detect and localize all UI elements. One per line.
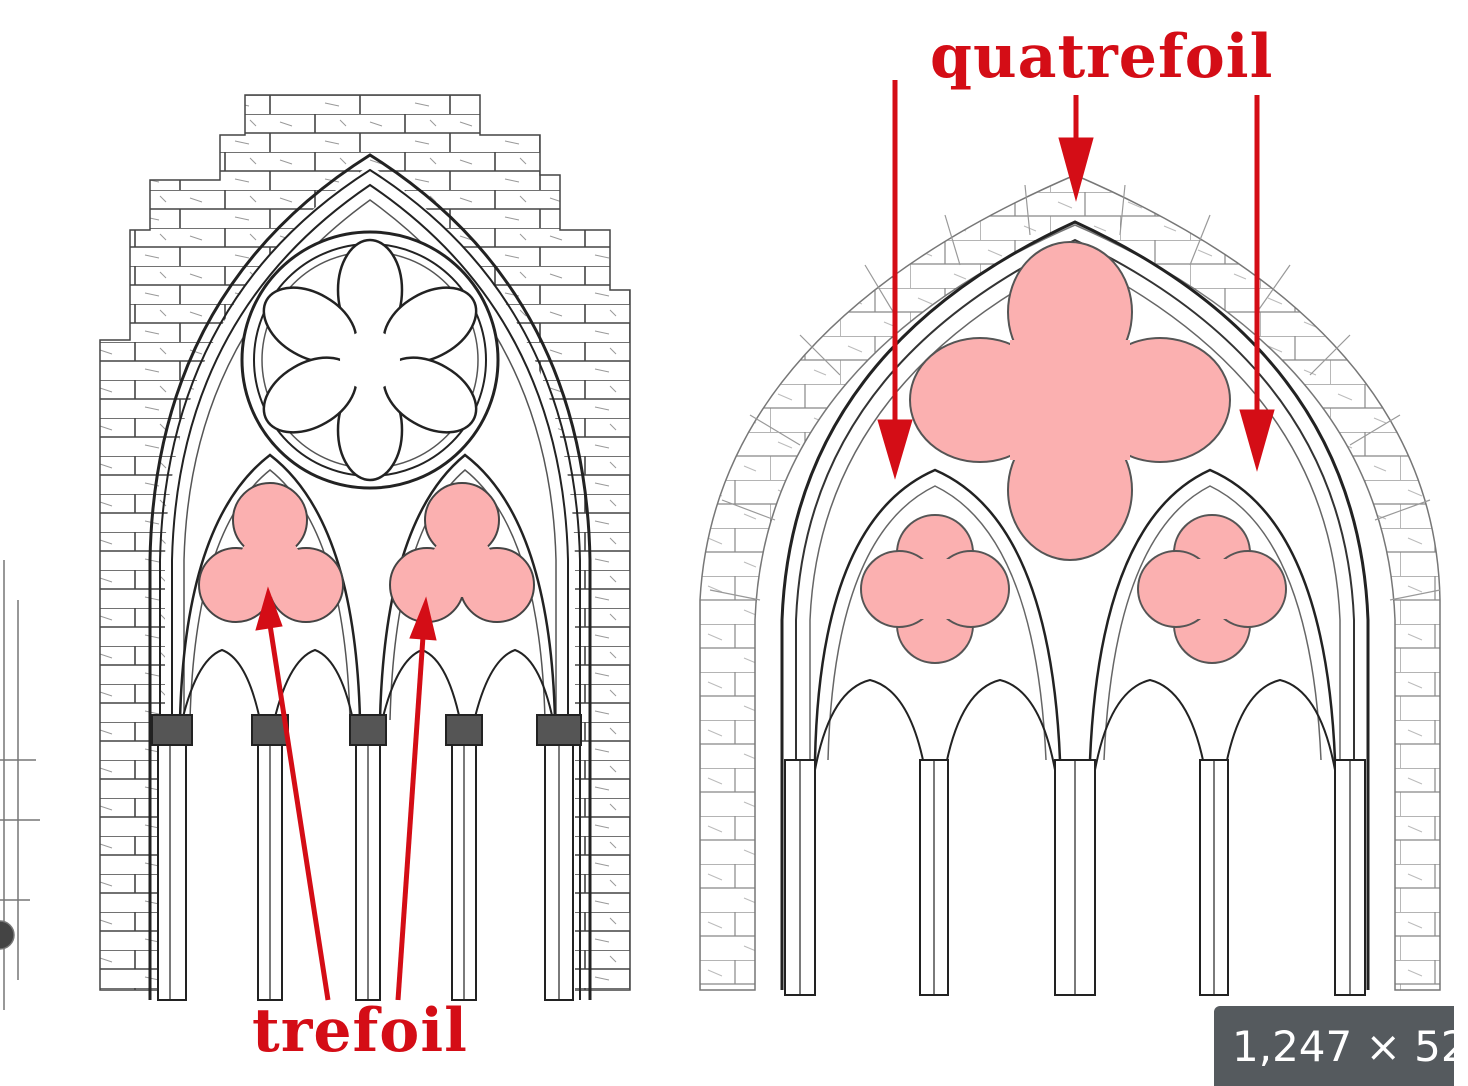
left-small-quatrefoil <box>860 514 1010 664</box>
left-window <box>99 94 631 1001</box>
right-small-quatrefoil <box>1137 514 1287 664</box>
quatrefoil-arrows <box>877 80 1275 480</box>
quatrefoil-label: quatrefoil <box>930 22 1274 92</box>
left-mullions <box>151 714 582 1001</box>
left-edge-sketch <box>0 560 40 1010</box>
left-outer-arch <box>148 153 592 1000</box>
large-quatrefoil <box>909 241 1231 561</box>
right-outer-arch <box>780 220 1370 990</box>
rose-window <box>240 230 500 490</box>
trefoil-arrows <box>255 586 437 1001</box>
trefoil-label: trefoil <box>252 996 468 1066</box>
left-trefoil <box>198 482 344 623</box>
right-window <box>699 80 1441 996</box>
right-mullions <box>784 759 1366 996</box>
gothic-tracery-diagram <box>0 80 1441 1010</box>
image-size-badge: 1,247 × 52 <box>1214 1006 1468 1086</box>
right-trefoil <box>389 482 535 623</box>
right-voussoirs <box>699 174 1441 991</box>
